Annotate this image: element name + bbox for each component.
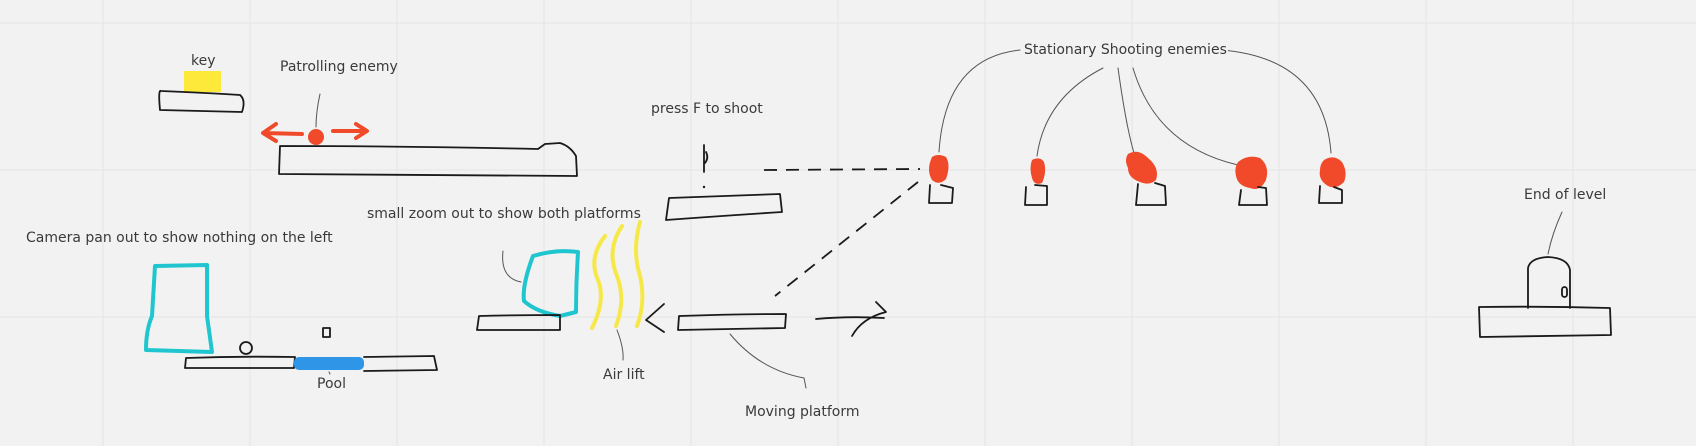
patrolling-enemy bbox=[308, 129, 324, 145]
enemy-pointer-5 bbox=[1220, 49, 1332, 154]
patrolling-enemy-pointer bbox=[315, 93, 321, 128]
enemy-pointer-4 bbox=[1132, 67, 1239, 166]
zoom-camera-frame bbox=[521, 249, 580, 318]
patrol-platform bbox=[278, 142, 578, 177]
zoom-pointer bbox=[502, 250, 522, 283]
enemy-turret-3 bbox=[1126, 151, 1167, 206]
air-current-2 bbox=[610, 224, 624, 328]
player-start-ball bbox=[239, 341, 253, 355]
key-platform bbox=[158, 89, 245, 113]
enemy-turret-4 bbox=[1235, 156, 1268, 206]
end-platform bbox=[1478, 305, 1612, 338]
label-zoom-out: small zoom out to show both platforms bbox=[367, 206, 641, 222]
label-air-lift: Air lift bbox=[603, 367, 645, 383]
camera-pan-section[interactable] bbox=[144, 263, 438, 375]
label-key: key bbox=[191, 53, 216, 69]
player-dot bbox=[702, 185, 706, 189]
exit-door bbox=[1527, 256, 1571, 309]
move-right-arrow bbox=[331, 122, 369, 140]
camera-frame bbox=[144, 263, 214, 354]
moving-platform bbox=[677, 313, 787, 331]
patrolling-enemy-group[interactable] bbox=[261, 93, 578, 177]
moving-platform-pointer bbox=[729, 333, 807, 389]
move-direction-arrow bbox=[815, 301, 887, 337]
player-figure bbox=[703, 144, 709, 173]
shot-dashes-diagonal bbox=[774, 181, 919, 297]
label-press-f: press F to shoot bbox=[651, 101, 763, 117]
pool-water bbox=[294, 357, 364, 370]
end-pointer bbox=[1547, 211, 1563, 255]
enemy-pointer-2 bbox=[1036, 67, 1104, 157]
moving-platform-section[interactable] bbox=[677, 301, 887, 389]
label-stationary-enemies: Stationary Shooting enemies bbox=[1023, 42, 1228, 58]
air-current-1 bbox=[590, 234, 607, 330]
shot-dashes-horizontal bbox=[763, 168, 921, 171]
lift-entry-arrow bbox=[645, 303, 665, 333]
label-moving-platform: Moving platform bbox=[745, 404, 860, 420]
label-pool: Pool bbox=[317, 376, 346, 392]
pool-pointer bbox=[328, 371, 331, 375]
left-lift-platform bbox=[476, 314, 561, 331]
enemy-pointer-3 bbox=[1117, 67, 1135, 154]
enemy-turret-5 bbox=[1318, 157, 1346, 204]
label-patrolling-enemy: Patrolling enemy bbox=[280, 59, 398, 75]
start-ground-right bbox=[363, 355, 438, 372]
shoot-platform bbox=[665, 193, 783, 221]
key-shape bbox=[184, 71, 221, 92]
enemy-turret-1 bbox=[928, 155, 954, 204]
end-of-level-section[interactable] bbox=[1478, 211, 1612, 338]
door-knob bbox=[1561, 286, 1568, 298]
shooting-tutorial[interactable] bbox=[665, 144, 921, 297]
small-collectible bbox=[322, 327, 331, 338]
move-left-arrow bbox=[261, 122, 304, 143]
zoom-out-section[interactable] bbox=[476, 220, 665, 361]
stationary-enemies-group[interactable] bbox=[928, 49, 1346, 206]
start-ground-left bbox=[184, 355, 296, 369]
key-item[interactable] bbox=[158, 71, 245, 113]
label-camera-pan: Camera pan out to show nothing on the le… bbox=[26, 230, 333, 246]
enemy-turret-2 bbox=[1024, 158, 1048, 206]
enemy-pointer-1 bbox=[938, 49, 1021, 153]
label-end-of-level: End of level bbox=[1524, 187, 1607, 203]
air-current-3 bbox=[634, 220, 645, 328]
air-lift-pointer bbox=[616, 329, 624, 361]
